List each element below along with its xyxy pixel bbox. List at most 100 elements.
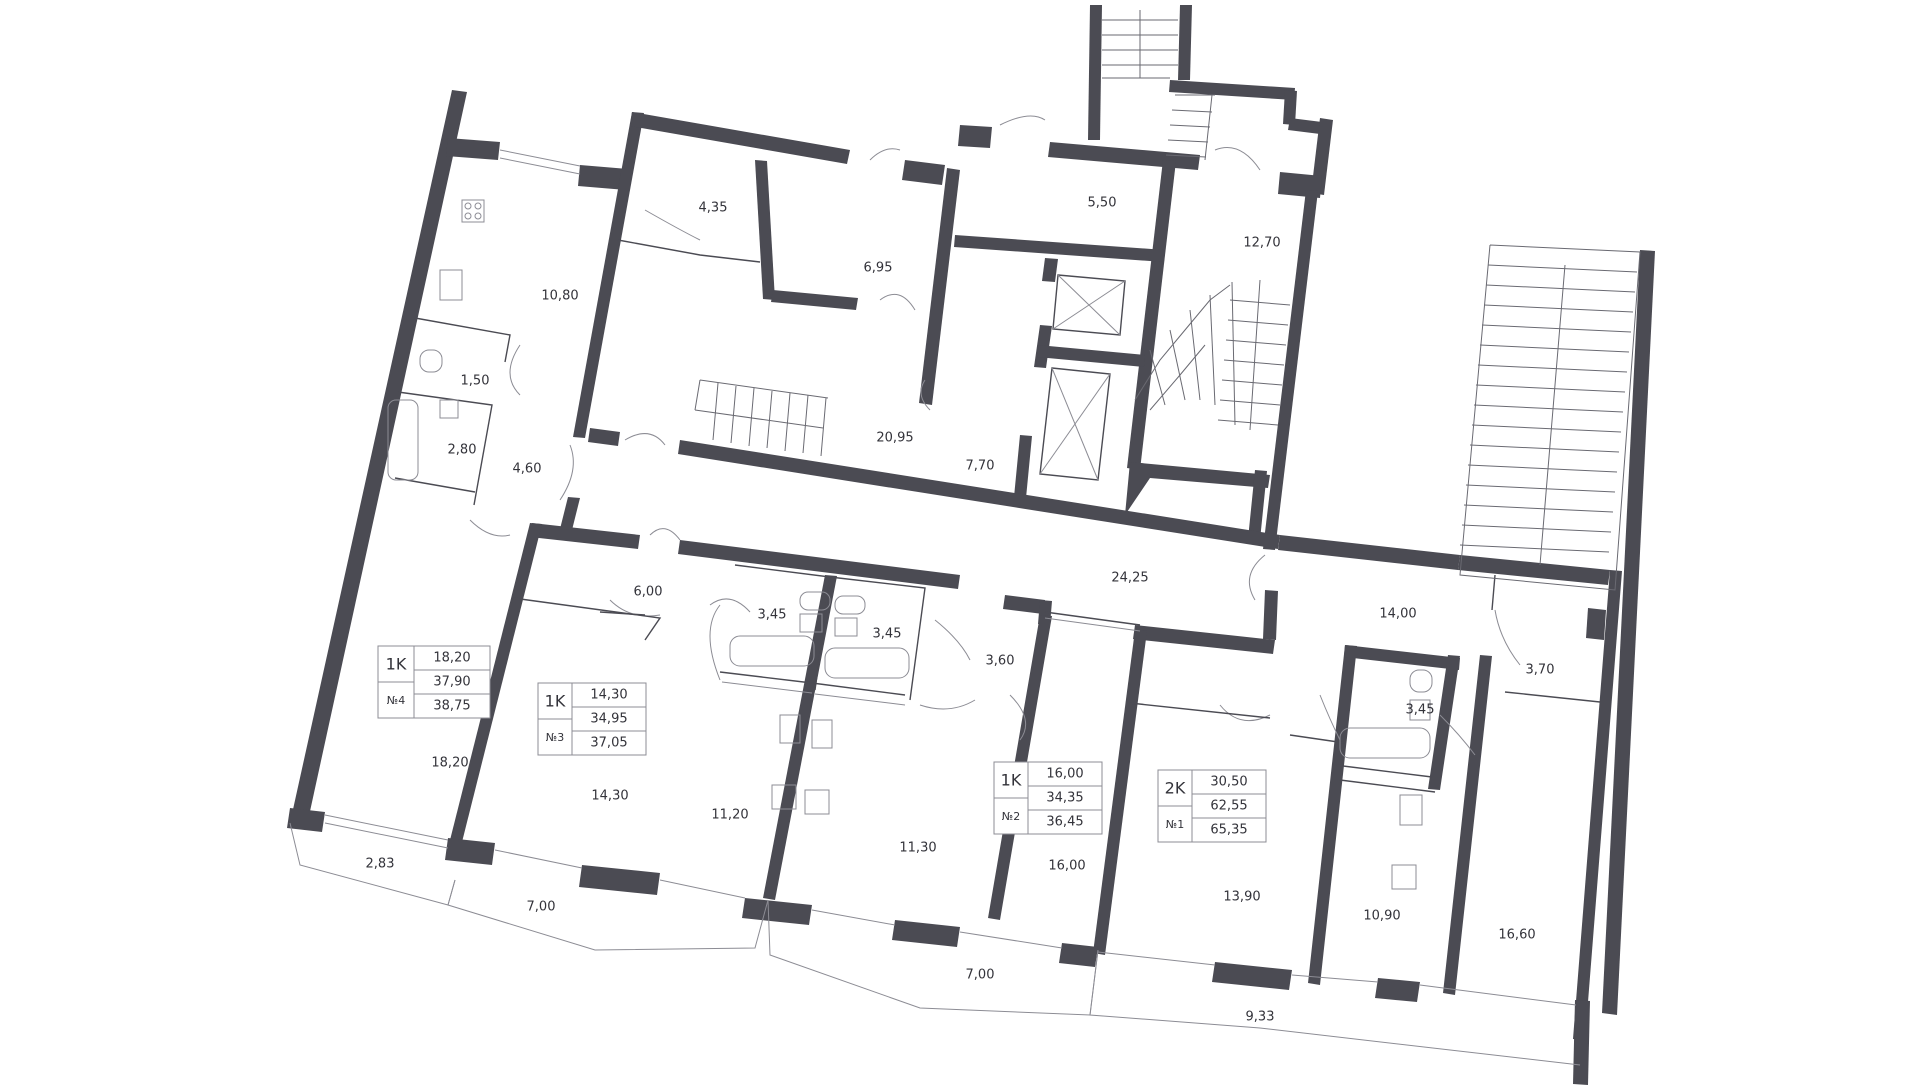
room-labels: 4,35 6,95 5,50 12,70 10,80 1,50 2,80 4,6… [366,196,1555,1025]
room-area-label: 16,60 [1498,928,1535,943]
corridor-south-wall [530,523,640,549]
room-area-label: 6,00 [634,585,663,600]
wall-block [579,865,660,895]
sink-icon [779,714,801,744]
apartment-info-2: 1K №2 16,00 34,35 36,45 [993,761,1103,835]
stairs [694,10,1641,591]
room-area-label: 3,45 [758,608,787,623]
wall-segment [573,112,644,438]
wall-block [446,138,500,160]
room-area-label: 6,95 [864,261,893,276]
west-facade-wall [290,90,467,825]
wall-block [1212,962,1292,990]
elevators [1039,274,1126,481]
apartment-area-with-balcony: 37,05 [590,736,627,751]
wall-segment [1248,470,1267,540]
stove-icon [1391,864,1417,890]
wall-segment [630,112,850,164]
wall-block [742,898,812,925]
wall-segment [1443,655,1492,995]
staircase-top [1102,10,1215,161]
corridor-south-wall [1003,595,1045,614]
room-area-label: 7,00 [966,968,995,983]
room-area-label: 24,25 [1111,571,1148,586]
wall-segment [954,235,1165,262]
room-area-label: 4,60 [513,462,542,477]
wall-segment [1288,118,1322,134]
wall-segment [1263,190,1318,550]
wall-segment [1037,345,1145,367]
wall-segment [448,523,542,850]
room-area-label: 11,30 [899,841,936,856]
apartment-area-with-balcony: 36,45 [1046,815,1083,830]
apartment-total-area: 34,95 [590,712,627,727]
apartment-number: №3 [546,731,564,744]
apartment-info-boxes: 1K №4 18,20 37,90 38,75 1K №3 14,30 34,9… [377,645,1267,843]
wall-block [1586,608,1606,640]
wall-segment [1093,630,1147,955]
corridor-south-wall [1133,625,1275,654]
wall-block [1458,555,1610,585]
sink-icon [1399,794,1423,826]
apartment-number: №2 [1002,810,1020,823]
wall-segment [1178,5,1192,80]
room-area-label: 18,20 [431,756,468,771]
apartment-info-3: 1K №3 14,30 34,95 37,05 [537,682,647,756]
room-area-label: 14,00 [1379,607,1416,622]
room-area-label: 3,60 [986,654,1015,669]
toilet-icon [1409,669,1433,693]
wall-block [287,808,325,832]
apartment-area-with-balcony: 65,35 [1210,823,1247,838]
staircase-2095 [694,379,829,457]
apartment-total-area: 34,35 [1046,791,1083,806]
room-area-label: 2,80 [448,443,477,458]
room-area-label: 5,50 [1088,196,1117,211]
room-area-label: 7,70 [966,459,995,474]
toilet-icon [419,349,443,373]
apartment-info-1: 2K №1 30,50 62,55 65,35 [1157,769,1267,843]
wall-segment [919,168,960,405]
apartment-number: №1 [1166,818,1184,831]
wall-block [958,125,992,148]
room-area-label: 12,70 [1243,236,1280,251]
wall-segment [1125,462,1270,515]
room-area-label: 9,33 [1246,1010,1275,1025]
wall-block [1059,943,1098,967]
room-area-label: 11,20 [711,808,748,823]
corridor-north-wall [678,440,1280,549]
apartment-area-with-balcony: 38,75 [433,699,470,714]
wall-segment [560,497,580,530]
apartment-number: №4 [387,694,405,707]
sink-icon [439,269,463,301]
bathtub-icon [729,635,815,667]
wall-segment [771,290,858,310]
wall-block [892,920,960,947]
sink-icon [811,719,833,749]
wall-segment [1014,435,1032,498]
room-area-label: 10,90 [1363,909,1400,924]
wall-segment [1308,645,1357,985]
stove-icon [804,789,830,815]
wall-segment [1573,570,1622,1040]
bathtub-icon [387,399,419,481]
wall-segment [1283,90,1297,125]
elevator-small [1052,274,1126,336]
wall-segment [1048,142,1200,170]
wall-block [1375,978,1420,1002]
room-area-label: 1,50 [461,374,490,389]
sink-icon [1409,699,1431,721]
wall-block [902,160,945,185]
room-area-label: 2,83 [366,857,395,872]
toilet-icon [799,591,831,611]
apartment-total-area: 37,90 [433,675,470,690]
room-area-label: 3,70 [1526,663,1555,678]
stove-icon [461,199,485,223]
apartment-total-area: 62,55 [1210,799,1247,814]
room-area-label: 7,00 [527,900,556,915]
east-facade-wall [1602,250,1655,1015]
wall-segment [1428,655,1460,790]
wall-segment [1344,645,1460,670]
toilet-icon [834,595,866,615]
elevator-large [1039,367,1111,481]
